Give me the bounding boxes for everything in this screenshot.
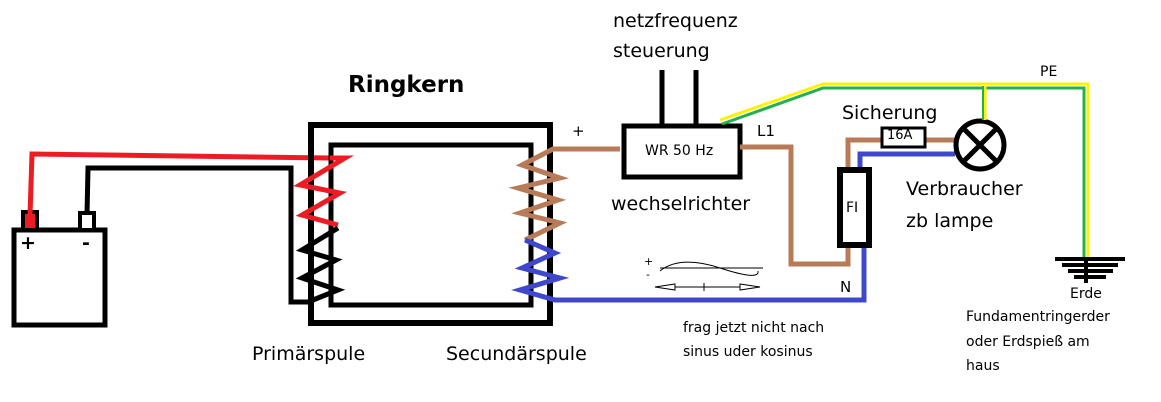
fuse-label: Sicherung — [842, 102, 938, 124]
note-line-1: frag jetzt nicht nach — [683, 320, 825, 336]
wire-pe-yellow — [719, 82, 1090, 258]
diagram-title: Ringkern — [348, 72, 465, 98]
wire-positive — [27, 151, 331, 216]
load-label-2: zb lampe — [906, 210, 994, 232]
load-label-1: Verbraucher — [906, 178, 1023, 200]
fuse-box — [880, 126, 927, 149]
wire-l1 — [740, 144, 851, 267]
earth-label: Erde — [1070, 286, 1102, 302]
inverter-box — [621, 123, 743, 180]
rcd-label: FI — [846, 200, 859, 216]
inverter-label: wechselrichter — [611, 193, 751, 215]
wave-sketch — [654, 261, 763, 291]
toroid-core-inner — [328, 142, 534, 308]
control-label-1: netzfrequenz — [613, 10, 738, 32]
fuse-rating: 16A — [887, 128, 913, 143]
wire-negative — [84, 165, 310, 305]
inverter-box-label: WR 50 Hz — [645, 143, 714, 159]
n-label: N — [840, 278, 852, 296]
rcd-box — [837, 167, 872, 248]
wave-minus: - — [646, 268, 650, 281]
control-label-2: steuerung — [613, 40, 710, 62]
wire-l1-out — [845, 137, 882, 170]
secondary-plus-label: + — [572, 122, 585, 140]
secondary-coil-blue — [511, 185, 867, 303]
toroid-core-outer — [308, 122, 553, 326]
note-line-2: sinus uder kosinus — [683, 344, 813, 360]
secondary-coil-brown — [508, 146, 620, 243]
earth-note-3: haus — [966, 358, 1000, 374]
battery — [11, 227, 108, 328]
wire-pe-green — [721, 86, 1086, 258]
earth-note-1: Fundamentringerder — [966, 309, 1110, 325]
earth-note-2: oder Erdspieß am — [966, 334, 1090, 350]
l1-label: L1 — [757, 122, 775, 140]
battery-minus-label: - — [82, 232, 90, 254]
battery-minus-terminal — [78, 211, 96, 232]
primary-coil-red — [293, 155, 355, 228]
primary-coil-label: Primärspule — [252, 343, 366, 365]
pe-label: PE — [1040, 64, 1058, 80]
wire-n-lamp — [857, 151, 955, 170]
primary-coil-black — [295, 225, 346, 305]
wave-plus: + — [644, 255, 654, 268]
earth-icon — [1055, 257, 1125, 283]
battery-plus-label: + — [20, 232, 36, 254]
secondary-coil-label: Secundärspule — [446, 343, 587, 365]
